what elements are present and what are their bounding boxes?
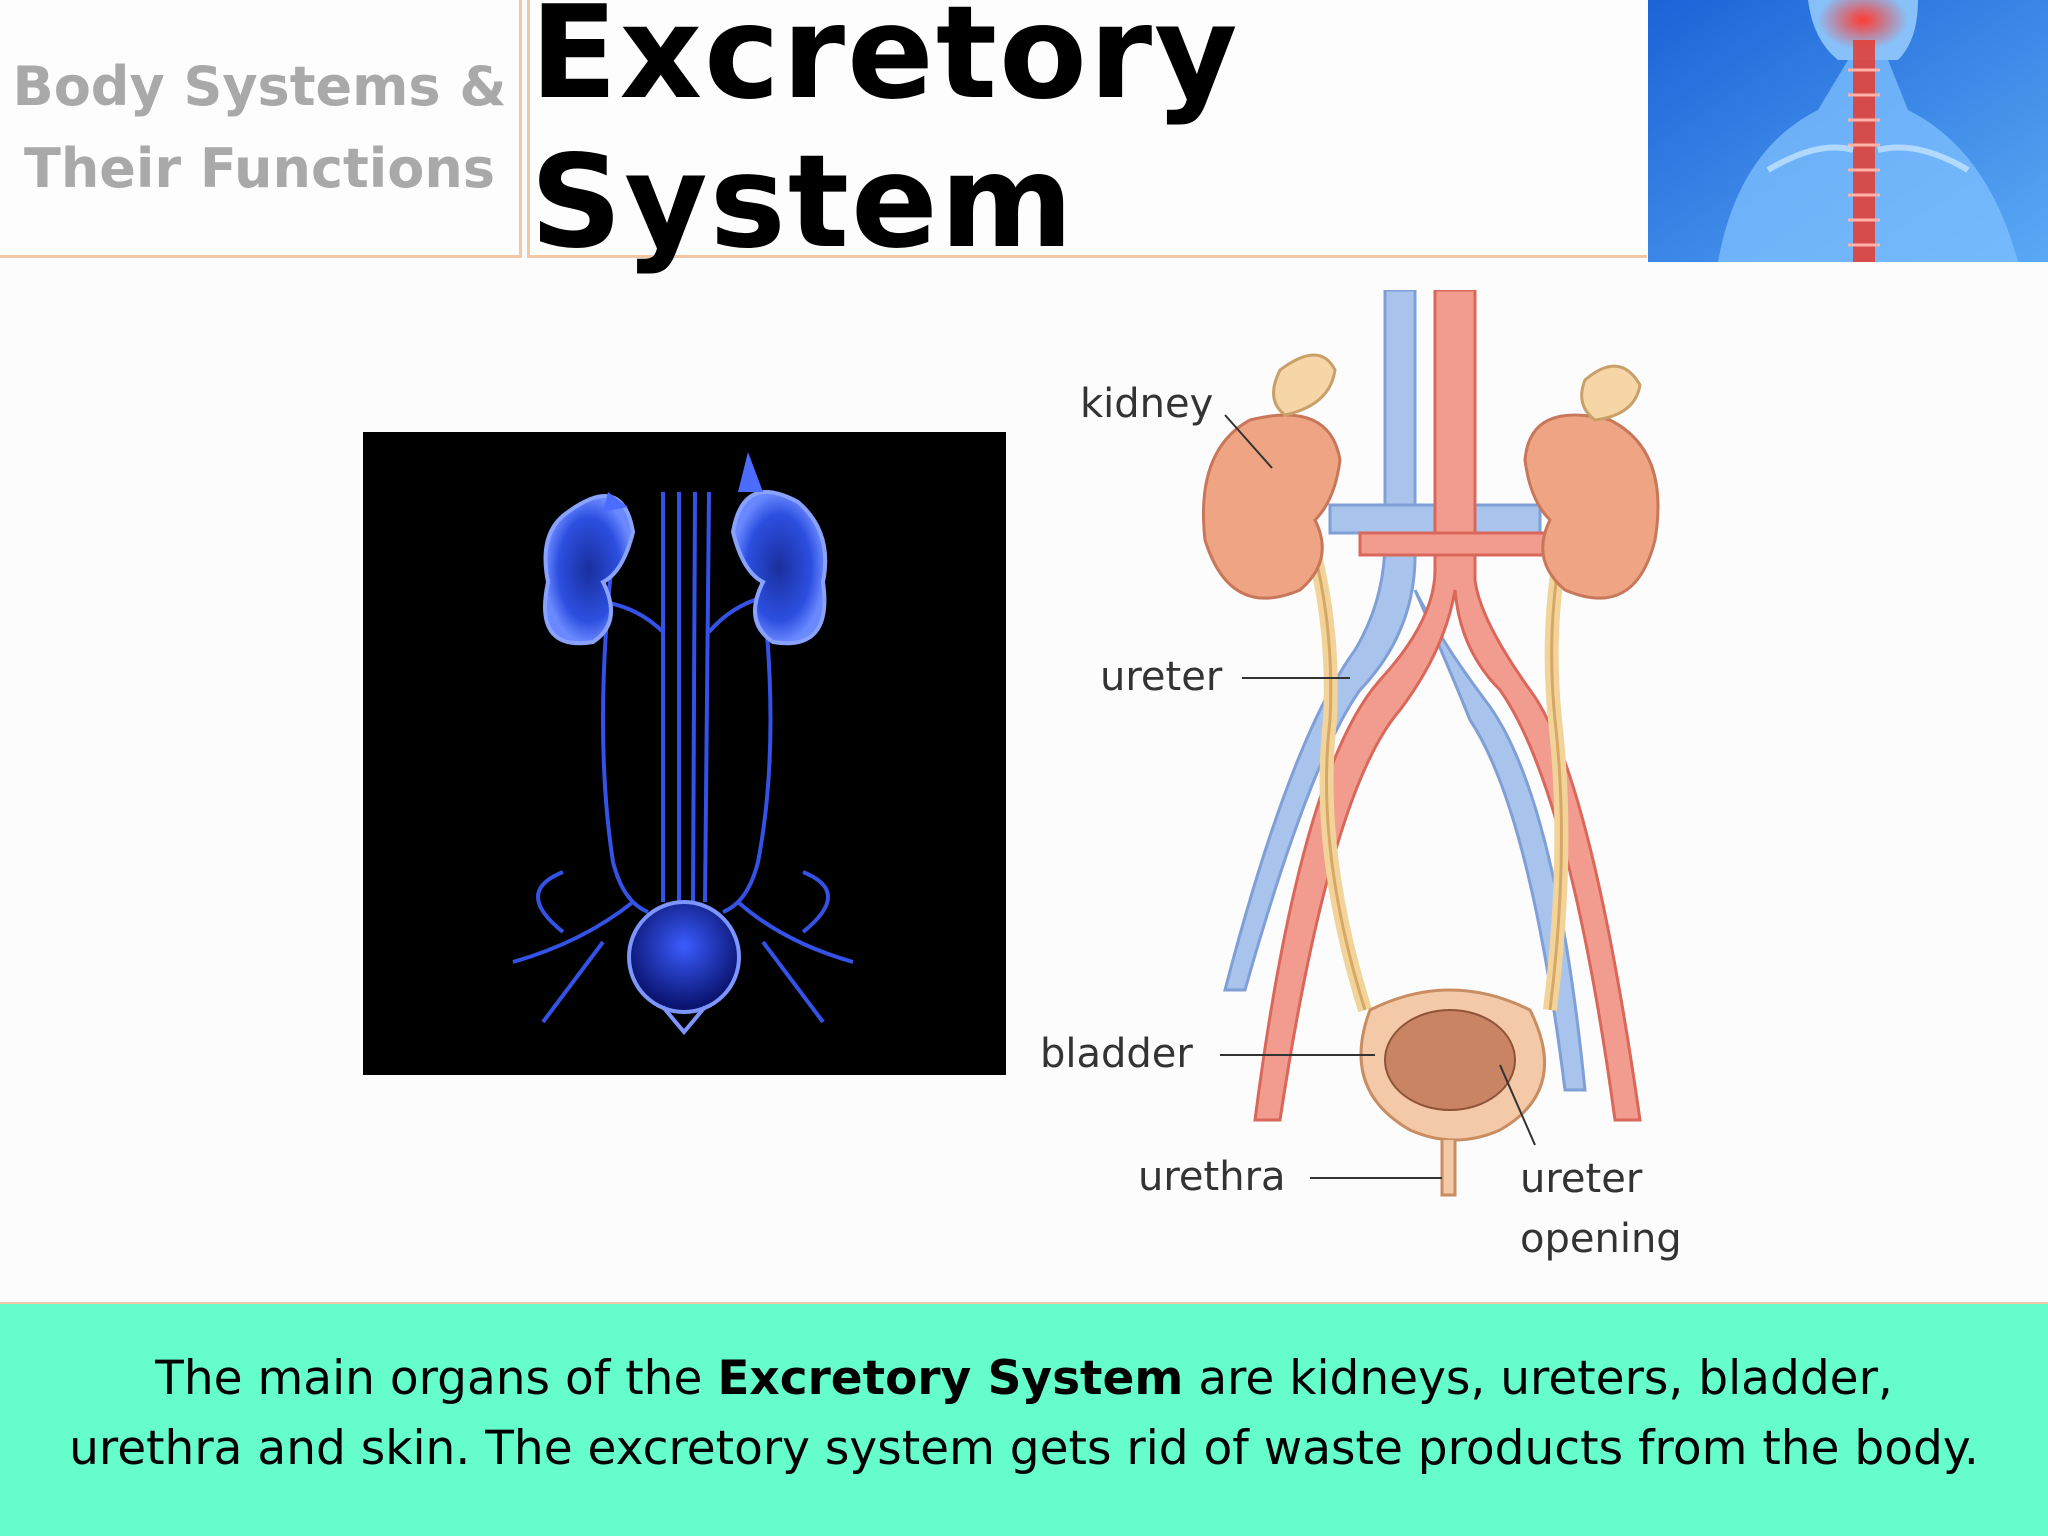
title-box: Excretory System bbox=[527, 0, 1647, 277]
caption-line-2: urethra and skin. The excretory system g… bbox=[69, 1421, 1979, 1476]
label-ureter-opening-2: opening bbox=[1520, 1216, 1682, 1262]
caption-line-1-after: are kidneys, ureters, bladder, bbox=[1183, 1351, 1893, 1406]
subject-line-2: Their Functions bbox=[24, 136, 495, 200]
header: Body Systems & Their Functions Excretory… bbox=[0, 0, 2048, 277]
subject-box: Body Systems & Their Functions bbox=[0, 0, 522, 258]
urinary-system-diagram: kidney ureter bladder urethra ureter ope… bbox=[1040, 290, 1682, 1262]
caption-line-1-bold: Excretory System bbox=[717, 1351, 1184, 1406]
caption-box: The main organs of the Excretory System … bbox=[0, 1302, 2048, 1536]
label-kidney: kidney bbox=[1080, 381, 1213, 427]
label-bladder: bladder bbox=[1040, 1031, 1193, 1077]
label-ureter: ureter bbox=[1100, 654, 1223, 700]
xray-urinary-image bbox=[363, 432, 1006, 1075]
spine-image bbox=[1648, 0, 2048, 262]
caption-line-1: The main organs of the Excretory System … bbox=[0, 1344, 2048, 1414]
page-title: Excretory System bbox=[530, 0, 1240, 277]
label-ureter-opening-1: ureter bbox=[1520, 1156, 1643, 1202]
subject-line-1: Body Systems & bbox=[12, 54, 507, 118]
caption-line-1-before: The main organs of the bbox=[155, 1351, 718, 1406]
label-urethra: urethra bbox=[1138, 1154, 1286, 1200]
